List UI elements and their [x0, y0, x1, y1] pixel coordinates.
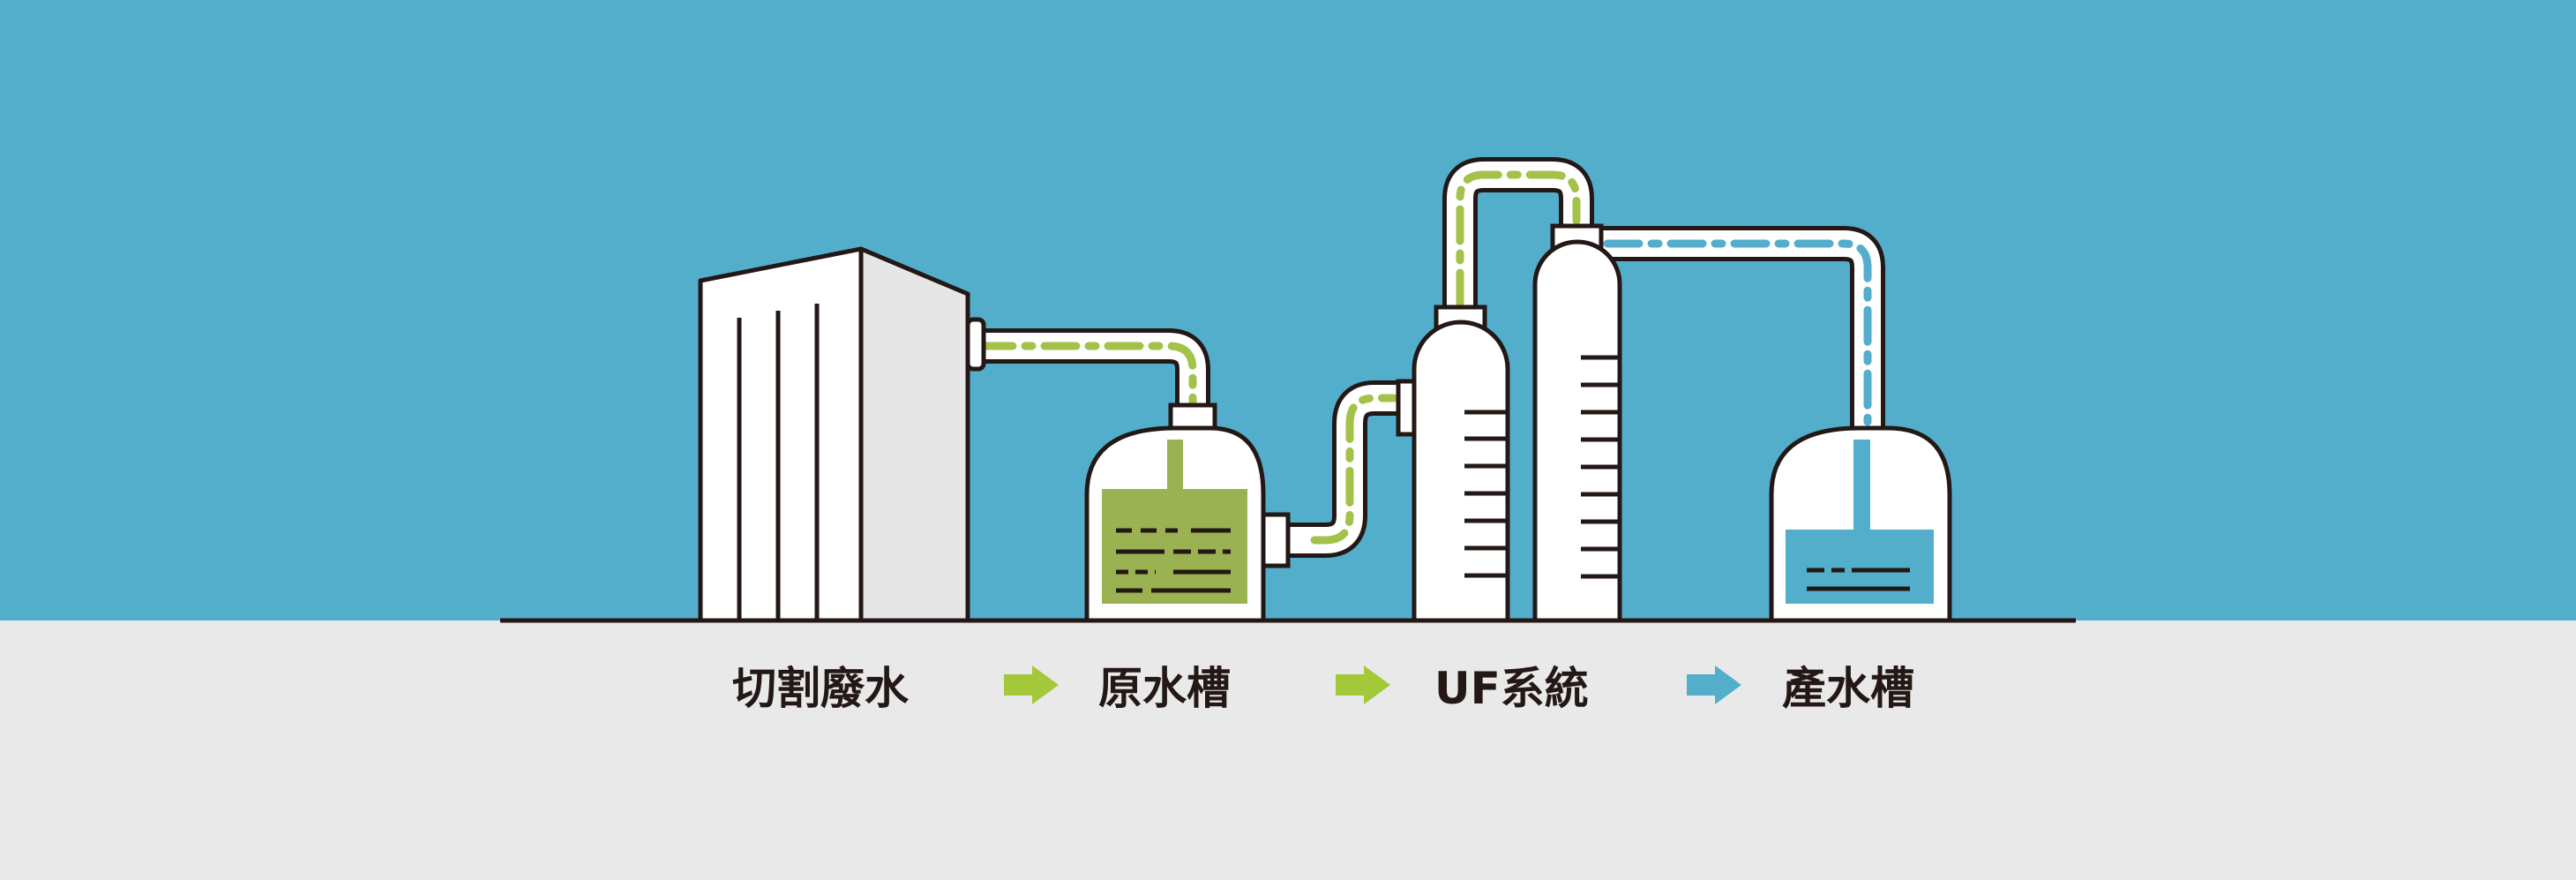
- cutting-machine: [698, 246, 986, 623]
- pipe-machine-to-raw-tank: [970, 328, 1210, 408]
- pipe-uf-loop: [1442, 157, 1594, 318]
- pipe-raw-tank-to-uf: [1275, 380, 1407, 558]
- raw-water-tank: [1084, 402, 1291, 623]
- right-arrow-icon: [1004, 666, 1059, 704]
- right-arrow-icon: [1687, 666, 1741, 704]
- step-label-raw-water-tank: 原水槽: [1098, 663, 1231, 714]
- uf-column-2: [1532, 223, 1622, 623]
- ground-background: [0, 621, 2576, 876]
- pipe-uf-to-product-tank: [1597, 226, 1885, 441]
- step-label-uf-system: UF系統: [1434, 663, 1589, 714]
- product-water-tank: [1769, 425, 1952, 623]
- uf-column-1: [1396, 305, 1510, 623]
- step-label-product-water-tank: 產水槽: [1782, 663, 1914, 714]
- right-arrow-icon: [1336, 666, 1390, 704]
- step-label-cutting-wastewater: 切割廢水: [732, 663, 909, 714]
